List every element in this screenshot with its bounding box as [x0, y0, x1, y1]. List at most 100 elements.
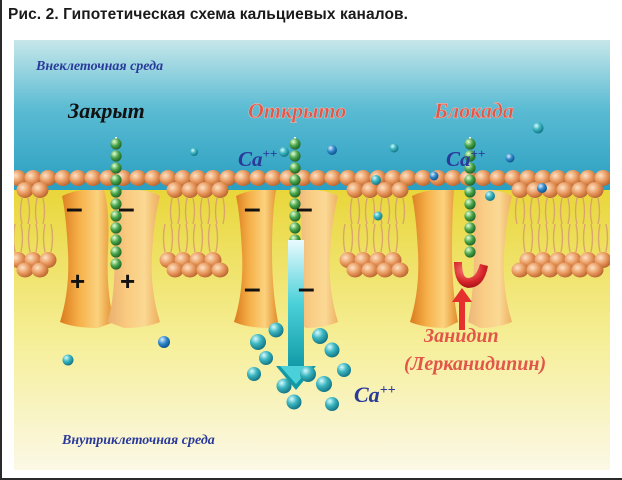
lipid-head — [392, 263, 409, 278]
lipid-head — [512, 263, 529, 278]
lipid-head — [167, 263, 184, 278]
lipid-head — [347, 263, 364, 278]
calcium-ion — [374, 212, 383, 221]
lipid-head — [587, 263, 604, 278]
charge-minus: – — [244, 192, 261, 225]
lipid-head — [55, 170, 72, 186]
calcium-channel-diagram: – – + + – – – – Внеклеточная среда Закры… — [14, 40, 610, 470]
gate-bead — [289, 150, 300, 161]
calcium-ion — [485, 191, 495, 201]
lipid-head — [377, 263, 394, 278]
label-state-blocked: Блокада — [433, 98, 514, 123]
lipid-head — [85, 170, 102, 186]
label-intracellular: Внутриклеточная среда — [61, 433, 215, 448]
lipid-head — [572, 263, 589, 278]
charge-plus: + — [120, 266, 135, 296]
lipid-head — [377, 182, 394, 198]
lipid-head — [557, 182, 574, 198]
gate-bead — [289, 174, 300, 185]
calcium-ion — [506, 154, 515, 163]
calcium-ion — [327, 145, 337, 155]
lipid-head — [250, 170, 267, 186]
lipid-head — [362, 263, 379, 278]
label-drug: Занидип — [423, 325, 499, 347]
charge-plus: + — [70, 266, 85, 296]
lipid-head — [167, 182, 184, 198]
calcium-ion — [279, 147, 289, 157]
gate-bead — [464, 198, 475, 209]
gate-bead — [464, 222, 475, 233]
lipid-head — [17, 263, 34, 278]
lipid-head — [212, 263, 229, 278]
label-extracellular: Внеклеточная среда — [35, 59, 163, 74]
lipid-head — [130, 170, 147, 186]
label-drug-generic: (Лерканидипин) — [404, 353, 546, 375]
lipid-head — [392, 182, 409, 198]
lipid-head — [527, 263, 544, 278]
charge-minus: – — [298, 272, 315, 305]
lipid-head — [32, 182, 49, 198]
lipid-head — [197, 263, 214, 278]
label-state-open: Открыто — [248, 98, 346, 123]
calcium-ion — [63, 355, 74, 366]
gate-bead — [464, 186, 475, 197]
lipid-head — [542, 263, 559, 278]
lipid-head — [212, 182, 229, 198]
lipid-head — [445, 170, 462, 186]
lipid-head — [182, 182, 199, 198]
lipid-head — [347, 182, 364, 198]
lipid-head — [145, 170, 162, 186]
lipid-head — [587, 182, 604, 198]
charge-minus: – — [296, 192, 313, 225]
gate-bead — [464, 246, 475, 257]
calcium-ion — [312, 328, 328, 344]
calcium-ion — [337, 363, 351, 377]
gate-bead — [464, 174, 475, 185]
calcium-ion — [277, 379, 292, 394]
lipid-head — [310, 170, 327, 186]
calcium-ion — [537, 183, 547, 193]
calcium-ion — [190, 148, 198, 156]
charge-minus: – — [118, 192, 135, 225]
figure-caption: Рис. 2. Гипотетическая схема кальциевых … — [8, 6, 408, 24]
calcium-ion — [371, 175, 381, 185]
charge-minus: – — [66, 192, 83, 225]
lipid-head — [415, 170, 432, 186]
calcium-ion — [269, 323, 284, 338]
gate-bead — [110, 162, 121, 173]
lipid-head — [70, 170, 87, 186]
calcium-ion — [250, 334, 266, 350]
lipid-head — [265, 170, 282, 186]
calcium-ion — [316, 376, 332, 392]
calcium-ion — [325, 343, 340, 358]
calcium-ion — [158, 336, 170, 348]
lipid-head — [572, 182, 589, 198]
calcium-ion — [325, 397, 339, 411]
lipid-head — [197, 182, 214, 198]
lipid-head — [32, 263, 49, 278]
gate-bead — [110, 246, 121, 257]
lipid-head — [235, 170, 252, 186]
gate-bead — [110, 174, 121, 185]
lipid-head — [490, 170, 507, 186]
lipid-head — [512, 182, 529, 198]
calcium-ion — [390, 144, 399, 153]
gate-bead — [289, 162, 300, 173]
calcium-ion — [287, 395, 302, 410]
gate-bead — [110, 234, 121, 245]
gate-bead — [110, 150, 121, 161]
lipid-head — [475, 170, 492, 186]
gate-bead — [110, 138, 121, 149]
gate-bead — [464, 210, 475, 221]
gate-bead — [464, 234, 475, 245]
lipid-head — [557, 263, 574, 278]
lipid-head — [325, 170, 342, 186]
lipid-head — [182, 263, 199, 278]
gate-bead — [289, 138, 300, 149]
charge-minus: – — [244, 272, 261, 305]
label-state-closed: Закрыт — [67, 98, 145, 123]
calcium-ion — [300, 366, 316, 382]
calcium-ion — [247, 367, 261, 381]
calcium-ion — [259, 351, 273, 365]
lipid-head — [17, 182, 34, 198]
